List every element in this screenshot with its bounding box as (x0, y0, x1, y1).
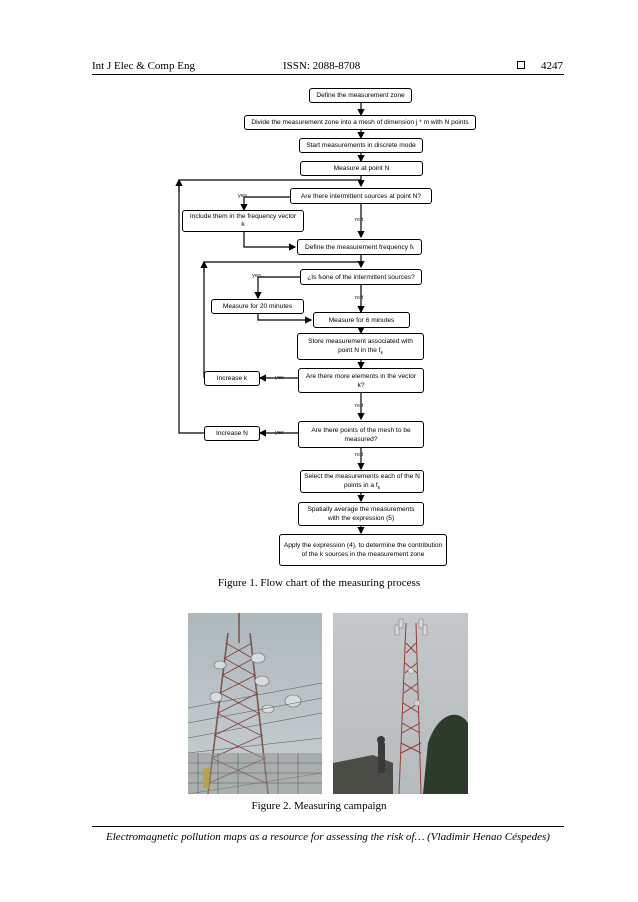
checkbox-square-icon (517, 61, 525, 69)
store-line2: point N in the f (338, 346, 381, 354)
journal-name: Int J Elec & Comp Eng (92, 60, 195, 72)
is-fk-sub: k (320, 274, 323, 280)
yes-label-1: yes (238, 193, 248, 199)
not-label-4: not (355, 452, 364, 458)
select-line2-wrap: points in a fk (344, 481, 380, 492)
not-label-1: not (355, 217, 364, 223)
issn: ISSN: 2088-8708 (283, 60, 361, 72)
increase-k-box: Increase k (204, 371, 260, 386)
measure-point-box: Measure at point N (300, 161, 423, 176)
increase-n-box: Increase N (204, 426, 260, 441)
store-sub: k (380, 349, 383, 355)
intermittent-question-box: Are there intermittent sources at point … (290, 188, 432, 204)
store-line1: Store measurement associated with (308, 337, 413, 345)
yes-label-3: yes (275, 375, 285, 381)
yes-label-4: yes (275, 430, 285, 436)
tower-photo-right (333, 613, 468, 794)
tower-right-illustration (333, 613, 468, 794)
include-vector-text: Include them in the frequency vector (189, 213, 297, 220)
yes-label-2: yes (252, 273, 262, 279)
figure2-caption: Figure 2. Measuring campaign (251, 800, 387, 812)
is-fk-post: one of the intermittent sources? (322, 273, 415, 281)
select-measurements-box: Select the measurements each of the N po… (300, 470, 424, 493)
select-line1: Select the measurements each of the N (304, 472, 420, 480)
header-rule (92, 74, 564, 75)
define-zone-box: Define the measurement zone (309, 88, 412, 103)
divide-mesh-box: Divide the measurement zone into a mesh … (244, 115, 476, 130)
not-label-2: not (355, 295, 364, 301)
tower-photo-left (188, 613, 322, 794)
measure-20-box: Measure for 20 minutes (211, 299, 304, 314)
apply-expression-box: Apply the expression (4), to determine t… (279, 534, 447, 566)
measure-6-box: Measure for 6 minutes (313, 312, 410, 328)
footer-citation: Electromagnetic pollution maps as a reso… (106, 831, 550, 843)
include-vector-box: Include them in the frequency vector k (182, 210, 304, 232)
more-elements-box: Are there more elements in the vector k? (298, 368, 424, 393)
is-fk-pre: ¿Is f (307, 273, 321, 281)
start-discrete-box: Start measurements in discrete mode (299, 138, 423, 153)
store-line2-wrap: point N in the fk (338, 346, 383, 357)
footer-rule (92, 826, 564, 827)
spatial-average-box: Spatially average the measurements with … (298, 502, 424, 526)
more-points-box: Are there points of the mesh to be measu… (298, 421, 424, 448)
figure1-caption: Figure 1. Flow chart of the measuring pr… (217, 577, 421, 589)
select-line2: points in a f (343, 481, 378, 489)
include-vector-k: k (241, 221, 245, 228)
select-sub: k (377, 484, 381, 490)
flowchart-connectors (175, 103, 365, 535)
define-frequency-text: Define the measurement frequency f (305, 243, 412, 251)
not-label-3: not (355, 403, 364, 409)
page-number: 4247 (541, 60, 563, 72)
tower-left-illustration (188, 613, 322, 794)
store-measurement-box: Store measurement associated with point … (297, 333, 424, 360)
define-frequency-sub: k (411, 244, 414, 250)
